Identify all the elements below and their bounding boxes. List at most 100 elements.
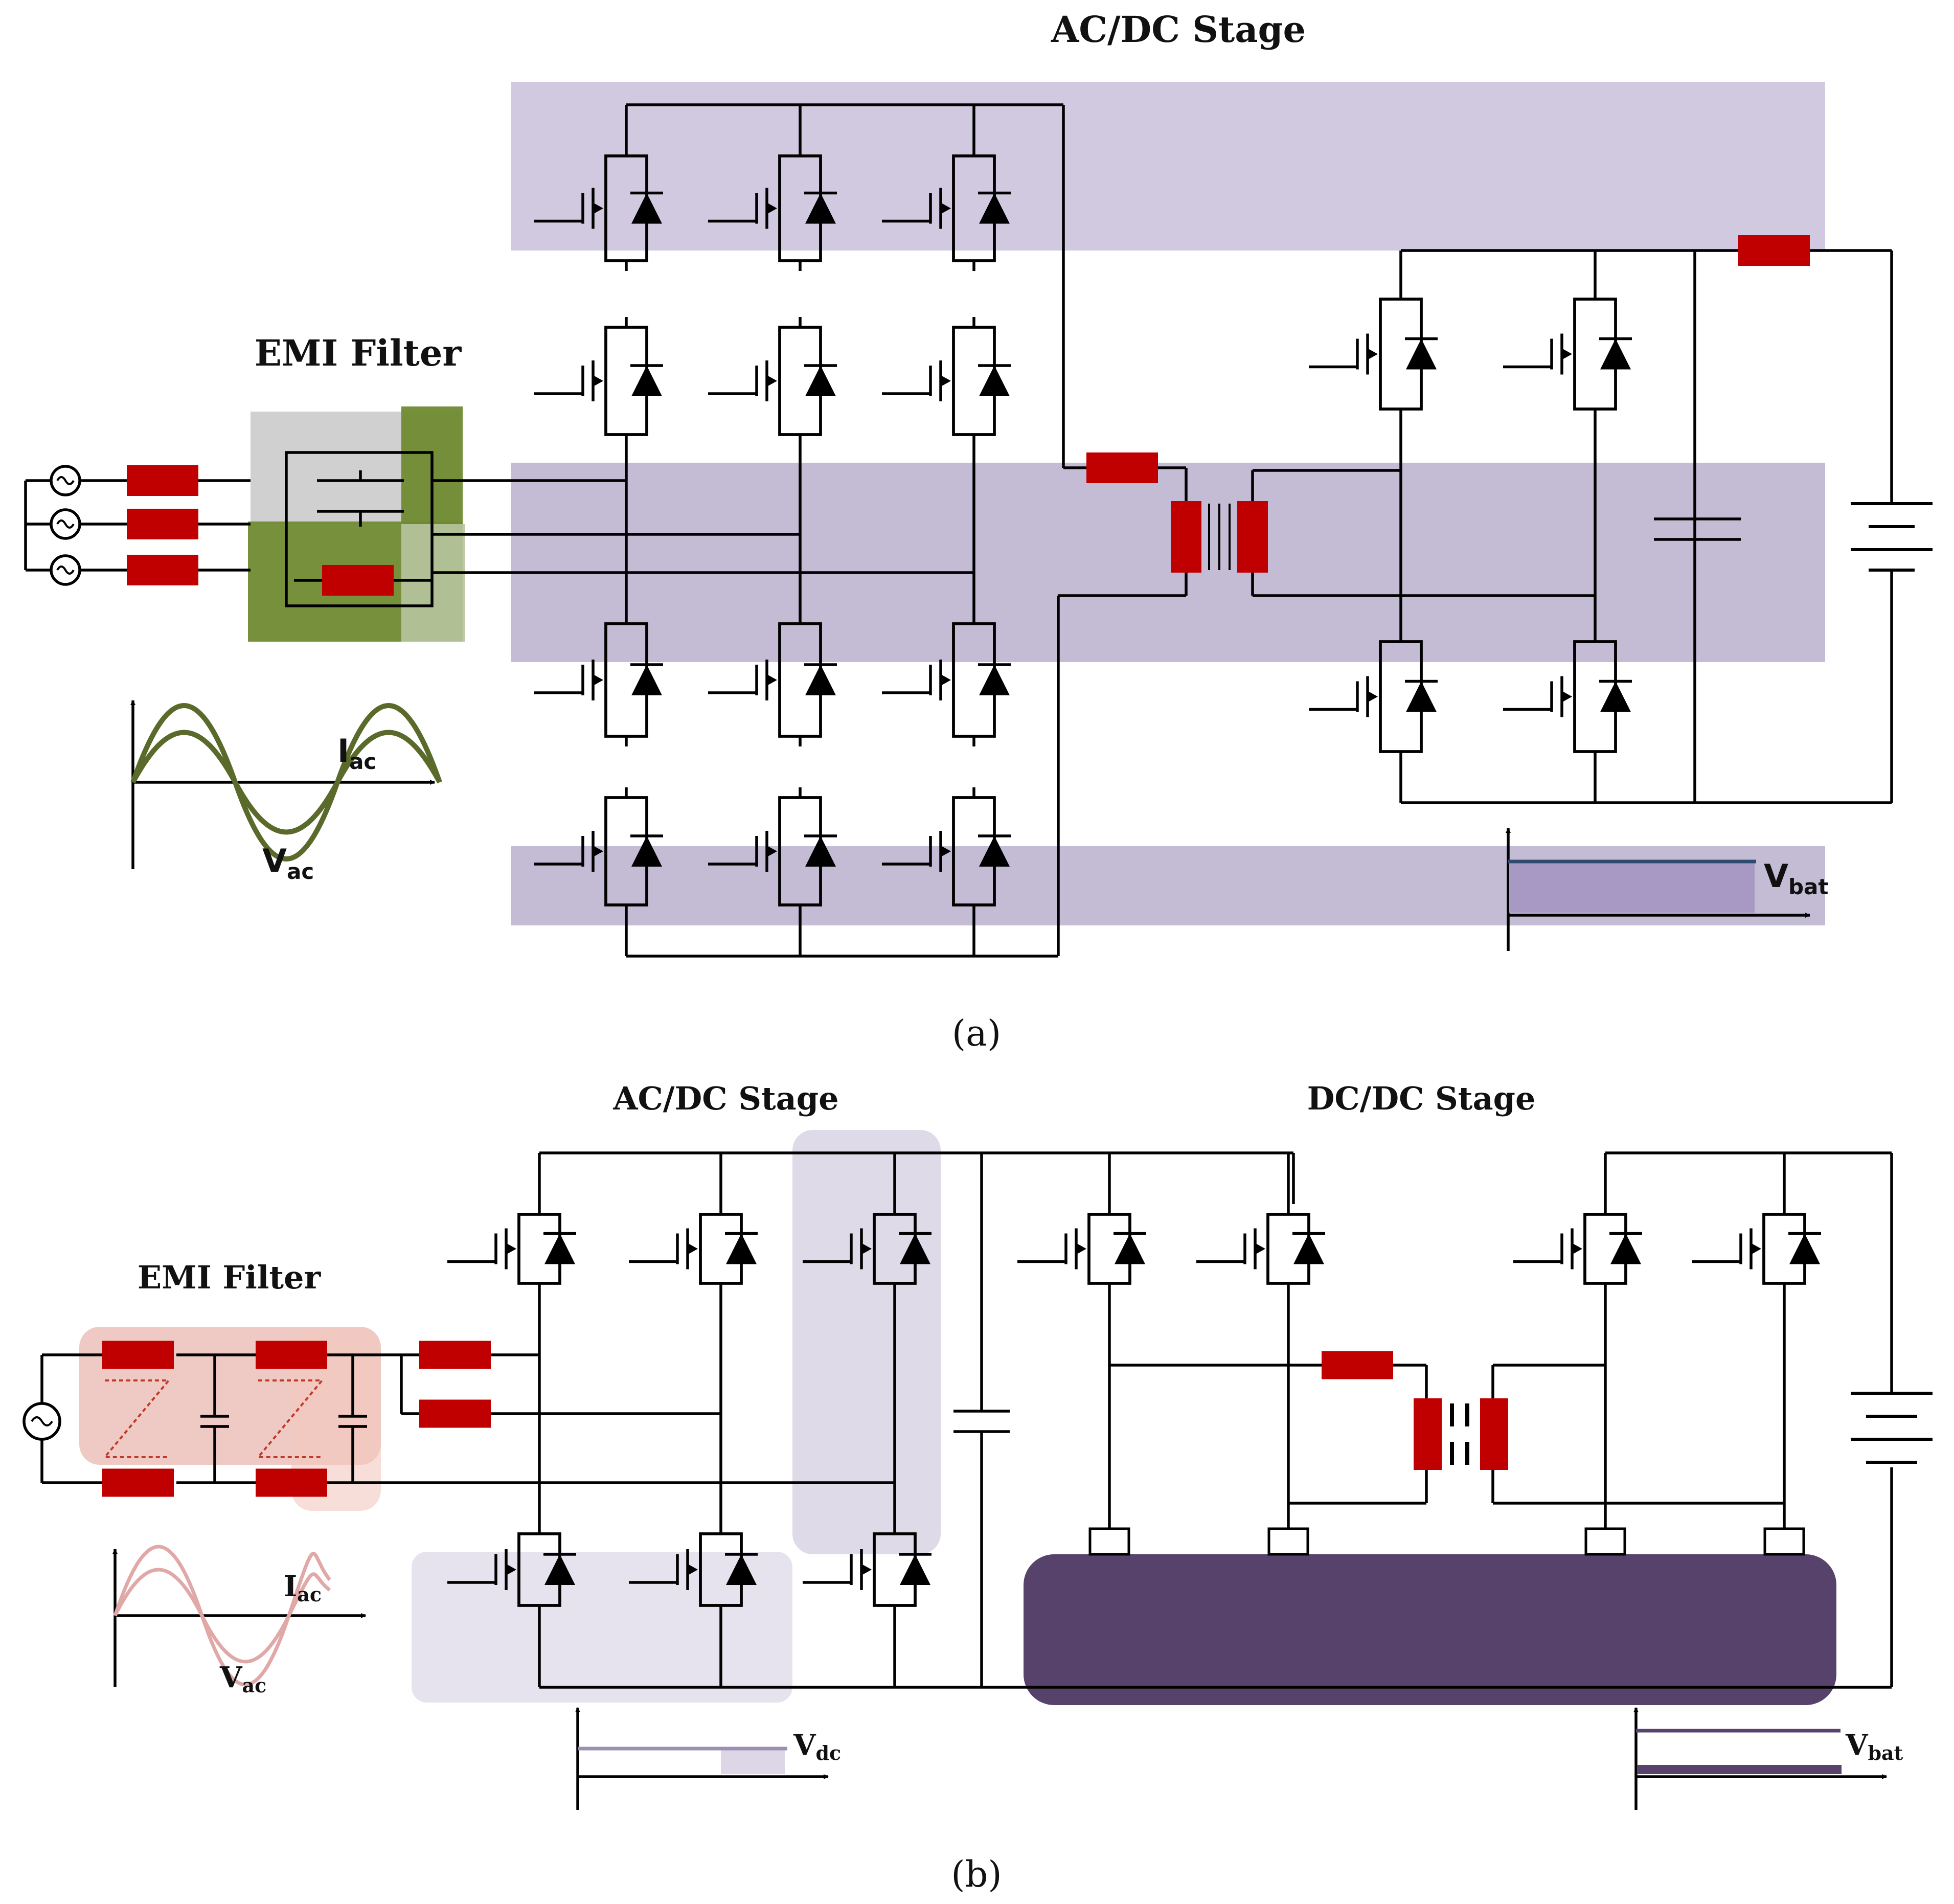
panel-b-acdc-title: AC/DC Stage — [612, 1080, 838, 1117]
mosfet-switch — [708, 787, 837, 915]
panel-a-highlights — [248, 82, 1825, 925]
transformer-primary — [1171, 501, 1201, 573]
inductor — [102, 1468, 174, 1497]
inductor — [127, 509, 198, 539]
diode — [805, 665, 836, 695]
vdc-fill — [721, 1749, 785, 1774]
vbat-fill — [1509, 862, 1755, 913]
mosfet-switch — [629, 1204, 758, 1294]
switch-lead — [1267, 1527, 1309, 1556]
panel-a-iac-label: Iac — [337, 732, 376, 774]
emi-pink-light — [291, 1329, 381, 1511]
mosfet-switch — [447, 1524, 576, 1616]
mosfet-arrow — [942, 376, 951, 386]
diode — [1600, 681, 1631, 712]
panel-b-caption: (b) — [951, 1853, 1002, 1895]
mid-highlight — [511, 463, 1825, 662]
transformer-secondary — [1237, 501, 1268, 573]
wire — [130, 703, 442, 862]
diode — [1789, 1233, 1820, 1264]
mosfet-switch — [708, 146, 837, 271]
mosfet-arrow — [768, 376, 777, 386]
wire — [31, 1416, 53, 1426]
diode — [900, 1233, 930, 1264]
mosfet-arrow — [768, 203, 777, 214]
inductor — [1086, 452, 1158, 483]
mosfet-arrow — [507, 1243, 516, 1254]
inductor — [256, 1468, 327, 1497]
diode — [1600, 338, 1631, 370]
diode — [726, 1554, 757, 1585]
mosfet-switch — [534, 614, 663, 746]
wire — [113, 1568, 331, 1664]
diode — [1406, 338, 1437, 370]
mosfet-switch — [1513, 1204, 1642, 1294]
diode — [631, 665, 662, 695]
diode — [979, 193, 1010, 224]
mosfet-arrow — [942, 203, 951, 214]
mosfet-arrow — [594, 846, 603, 856]
inductor — [1738, 235, 1810, 266]
mosfet-arrow — [862, 1565, 872, 1575]
panel-b-highlights — [79, 1130, 1836, 1705]
inductor — [419, 1399, 491, 1428]
mosfet-arrow — [862, 1243, 872, 1254]
mosfet-switch — [708, 317, 837, 445]
mosfet-switch — [1309, 289, 1438, 419]
switch-lead — [1584, 1527, 1626, 1556]
mosfet-switch — [708, 614, 837, 746]
diode — [805, 193, 836, 224]
leg3-highlight — [792, 1130, 941, 1554]
mosfet-switch — [534, 146, 663, 271]
mosfet-arrow — [942, 846, 951, 856]
mosfet-switch — [534, 317, 663, 445]
mosfet-arrow — [1369, 349, 1378, 359]
mosfet-switch — [1017, 1204, 1146, 1294]
mosfet-switch — [882, 614, 1011, 746]
mosfet-arrow — [1573, 1243, 1582, 1254]
mosfet-switch — [1503, 289, 1632, 419]
wire — [130, 730, 442, 835]
diode — [979, 665, 1010, 695]
diode — [631, 193, 662, 224]
inductor — [322, 565, 394, 596]
diode — [1115, 1233, 1145, 1264]
transformer-secondary — [1480, 1398, 1508, 1470]
inductor — [419, 1341, 491, 1369]
mosfet-arrow — [594, 376, 603, 386]
devices — [22, 146, 1933, 1810]
panel-b-vbat-label: Vbat — [1845, 1728, 1903, 1764]
transformer-primary — [1414, 1398, 1442, 1470]
inductor — [127, 465, 198, 496]
mosfet-arrow — [1563, 691, 1572, 702]
switch-lead — [1088, 1527, 1130, 1556]
diode — [631, 836, 662, 867]
diode — [979, 366, 1010, 396]
mosfet-arrow — [1369, 691, 1378, 702]
inductor — [102, 1341, 174, 1369]
mosfet-switch — [1503, 631, 1632, 762]
mosfet-arrow — [594, 675, 603, 685]
mosfet-switch — [629, 1524, 758, 1616]
emi-filter-box — [285, 451, 434, 607]
wire — [56, 476, 75, 485]
mosfet-switch — [1692, 1204, 1821, 1294]
diode — [631, 366, 662, 396]
diode — [544, 1233, 575, 1264]
mosfet-arrow — [689, 1565, 698, 1575]
mosfet-arrow — [768, 846, 777, 856]
panel-a-vbat-label: Vbat — [1764, 857, 1828, 899]
mosfet-switch — [882, 317, 1011, 445]
mosfet-switch — [803, 1524, 931, 1616]
inductor — [256, 1341, 327, 1369]
diode — [805, 366, 836, 396]
inductor — [1322, 1351, 1393, 1379]
mosfet-arrow — [1752, 1243, 1761, 1254]
panel-a-caption: (a) — [952, 1012, 1001, 1054]
diode — [1293, 1233, 1324, 1264]
panel-b-dcdc-title: DC/DC Stage — [1307, 1080, 1536, 1117]
panel-b-vac-label: Vac — [219, 1661, 266, 1697]
mosfet-switch — [447, 1204, 576, 1294]
diode — [726, 1233, 757, 1264]
